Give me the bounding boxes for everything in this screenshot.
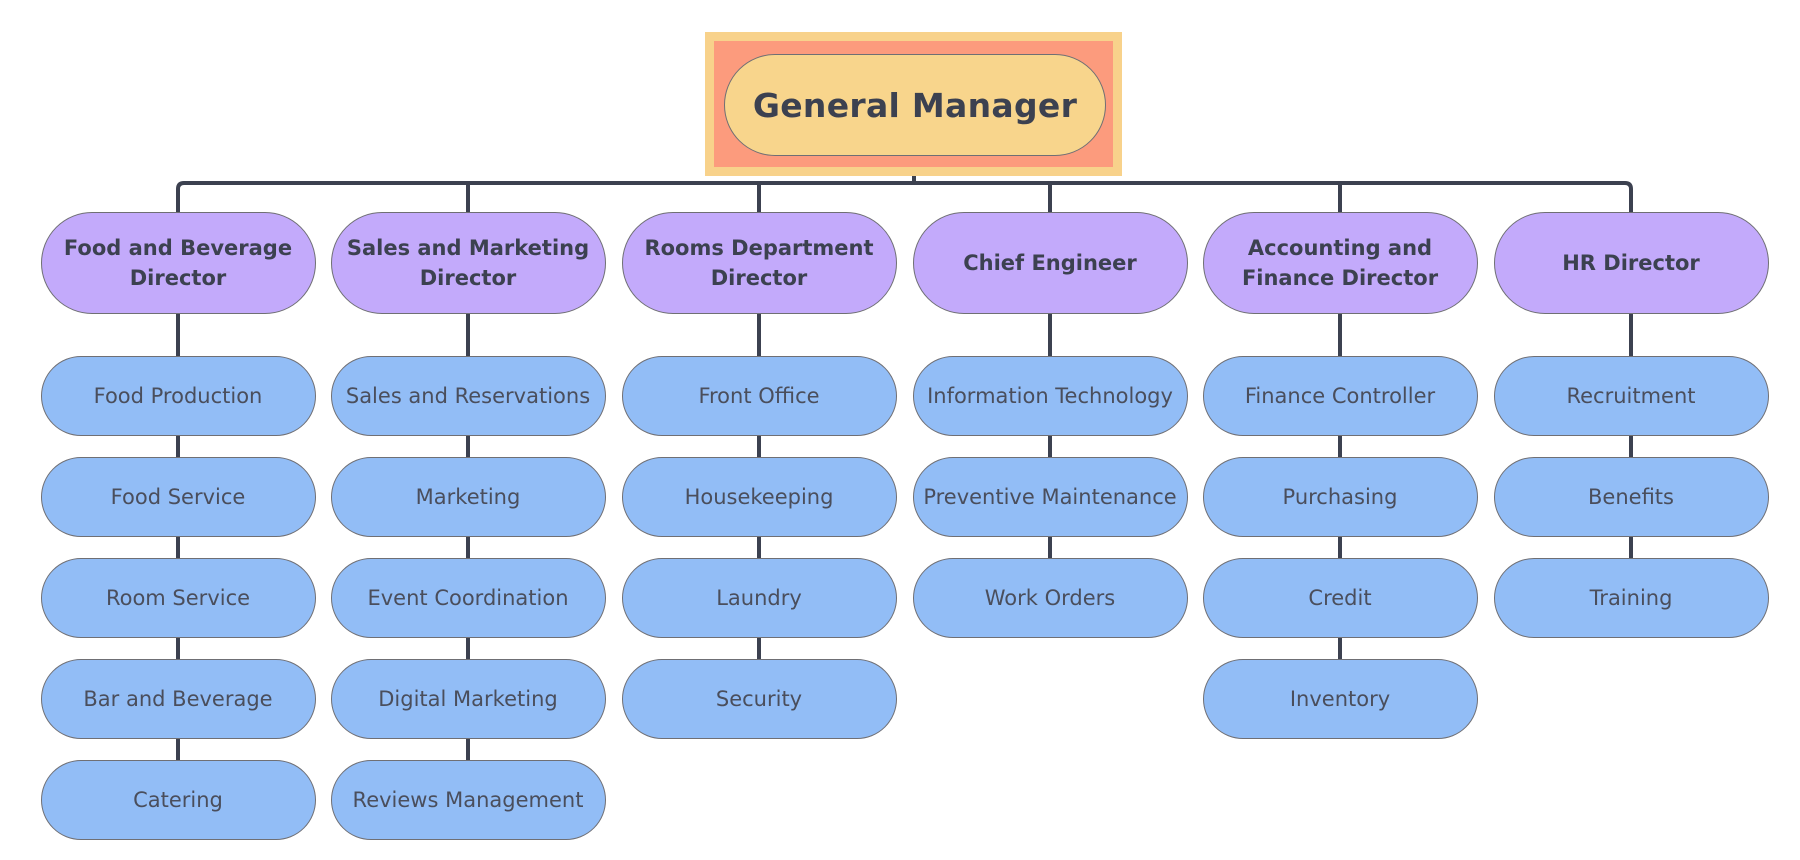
director-hr-director[interactable]: HR Director <box>1493 212 1769 314</box>
unit-housekeeping[interactable]: Housekeeping <box>621 457 897 537</box>
unit-marketing[interactable]: Marketing <box>330 457 606 537</box>
unit-label: Recruitment <box>1566 384 1696 408</box>
unit-label: Security <box>715 687 803 711</box>
unit-label: Room Service <box>105 586 251 610</box>
director-accounting-and-finance-director[interactable]: Accounting and Finance Director <box>1202 212 1478 314</box>
director-sales-and-marketing-director[interactable]: Sales and Marketing Director <box>330 212 606 314</box>
unit-label: Laundry <box>716 586 802 610</box>
director-label: Sales and Marketing Director <box>346 236 590 290</box>
unit-sales-and-reservations[interactable]: Sales and Reservations <box>330 356 606 436</box>
director-food-and-beverage-director[interactable]: Food and Beverage Director <box>40 212 316 314</box>
unit-training[interactable]: Training <box>1493 558 1769 638</box>
unit-purchasing[interactable]: Purchasing <box>1202 457 1478 537</box>
director-label: Rooms Department Director <box>644 236 874 290</box>
unit-front-office[interactable]: Front Office <box>621 356 897 436</box>
director-label: Chief Engineer <box>963 251 1137 275</box>
unit-credit[interactable]: Credit <box>1202 558 1478 638</box>
unit-finance-controller[interactable]: Finance Controller <box>1202 356 1478 436</box>
unit-label: Food Production <box>93 384 263 408</box>
unit-label: Benefits <box>1588 485 1674 509</box>
unit-catering[interactable]: Catering <box>40 760 316 840</box>
unit-room-service[interactable]: Room Service <box>40 558 316 638</box>
unit-label: Catering <box>133 788 223 812</box>
unit-label: Sales and Reservations <box>345 384 591 408</box>
general-manager-label: General Manager <box>752 85 1078 125</box>
unit-label: Housekeeping <box>684 485 834 509</box>
director-rooms-department-director[interactable]: Rooms Department Director <box>621 212 897 314</box>
director-chief-engineer[interactable]: Chief Engineer <box>912 212 1188 314</box>
unit-work-orders[interactable]: Work Orders <box>912 558 1188 638</box>
unit-label: Training <box>1589 586 1673 610</box>
general-manager-node[interactable]: General Manager <box>724 54 1106 156</box>
unit-label: Inventory <box>1289 687 1391 711</box>
unit-preventive-maintenance[interactable]: Preventive Maintenance <box>912 457 1188 537</box>
unit-label: Finance Controller <box>1244 384 1436 408</box>
unit-label: Credit <box>1308 586 1372 610</box>
unit-food-service[interactable]: Food Service <box>40 457 316 537</box>
bus-connector <box>176 181 1633 214</box>
unit-security[interactable]: Security <box>621 659 897 739</box>
unit-laundry[interactable]: Laundry <box>621 558 897 638</box>
unit-label: Purchasing <box>1282 485 1398 509</box>
unit-benefits[interactable]: Benefits <box>1493 457 1769 537</box>
director-label: Food and Beverage Director <box>63 236 293 290</box>
unit-label: Reviews Management <box>352 788 584 812</box>
unit-recruitment[interactable]: Recruitment <box>1493 356 1769 436</box>
unit-reviews-management[interactable]: Reviews Management <box>330 760 606 840</box>
unit-food-production[interactable]: Food Production <box>40 356 316 436</box>
unit-label: Food Service <box>110 485 246 509</box>
unit-label: Work Orders <box>984 586 1116 610</box>
unit-label: Preventive Maintenance <box>923 485 1177 509</box>
unit-digital-marketing[interactable]: Digital Marketing <box>330 659 606 739</box>
unit-label: Information Technology <box>927 384 1173 408</box>
unit-label: Front Office <box>698 384 820 408</box>
unit-inventory[interactable]: Inventory <box>1202 659 1478 739</box>
unit-label: Digital Marketing <box>378 687 558 711</box>
unit-label: Bar and Beverage <box>83 687 273 711</box>
director-label: HR Director <box>1562 251 1700 275</box>
unit-event-coordination[interactable]: Event Coordination <box>330 558 606 638</box>
unit-label: Event Coordination <box>367 586 569 610</box>
unit-bar-and-beverage[interactable]: Bar and Beverage <box>40 659 316 739</box>
unit-label: Marketing <box>415 485 521 509</box>
unit-information-technology[interactable]: Information Technology <box>912 356 1188 436</box>
director-label: Accounting and Finance Director <box>1241 236 1439 290</box>
